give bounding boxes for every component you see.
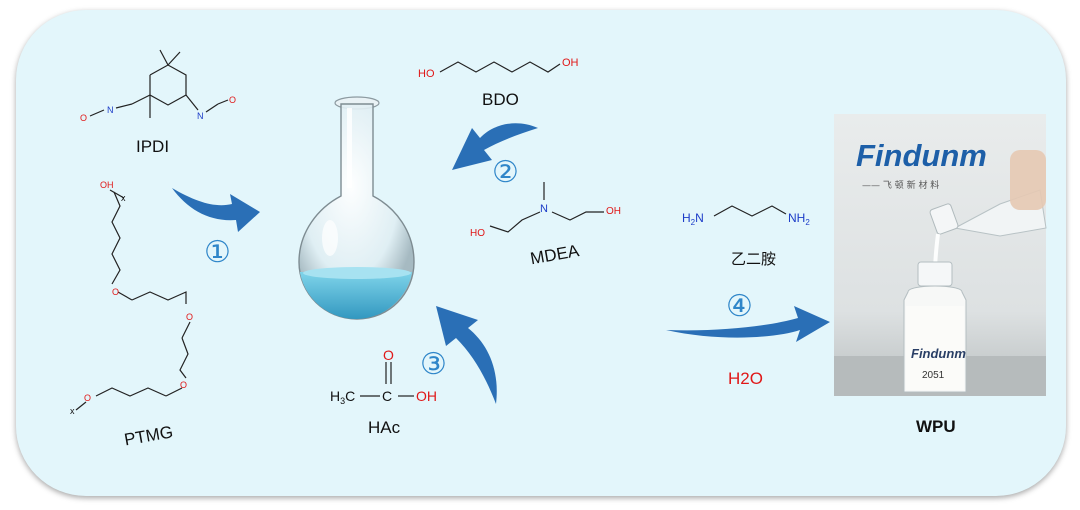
step-4-arrow [666,306,830,342]
ipdi-structure [89,49,229,118]
hac-label: HAc [368,418,401,437]
wpu-product-photo: Findunm —— 飞 顿 新 材 料 Findunm 2051 [834,114,1047,396]
mdea-oh: OH [606,206,621,217]
mdea-structure [489,182,604,233]
ethylenediamine-structure [713,205,787,217]
ptmg-structure [75,189,191,411]
ptmg-o-3: O [180,380,187,390]
sample-bottle-neck [917,261,953,287]
step-2-number: ② [492,155,519,190]
hac-h3c: H3C [330,388,355,406]
hac-structure [360,362,414,397]
photo-brand-sub: —— 飞 顿 新 材 料 [862,179,939,191]
ipdi-n-right: N [197,111,204,121]
ptmg-o-4: O [84,393,91,403]
hac-c: C [382,388,392,404]
step-2-arrow [452,123,538,170]
eda-h2n: H2N [682,211,704,227]
flask-icon [298,96,415,320]
ipdi-o-left: O [80,113,87,123]
bdo-label: BDO [482,90,519,109]
eda-nh2: NH2 [788,211,810,227]
ptmg-x-top: x [121,193,126,203]
bdo-structure [439,61,561,73]
ptmg-o-2: O [186,312,193,322]
step-1-arrow [172,188,260,232]
hac-carbonyl-o: O [383,347,394,363]
photo-brand: Findunm [856,138,987,173]
ptmg-label: PTMG [123,422,175,449]
bdo-oh: OH [562,57,579,69]
ethylenediamine-label: 乙二胺 [731,251,776,268]
step-1-number: ① [204,235,231,270]
bottle-brand: Findunm [911,346,966,361]
mdea-n: N [540,203,548,215]
hac-oh: OH [416,388,437,404]
ipdi-n-left: N [107,105,114,115]
water-label: H2O [728,369,763,388]
ptmg-x-bottom: x [70,406,75,416]
ipdi-o-right: O [229,95,236,105]
bottle-code: 2051 [922,370,945,381]
step-4-number: ④ [726,289,753,324]
mdea-label: MDEA [529,241,581,268]
mdea-ho: HO [470,228,485,239]
bdo-ho: HO [418,68,435,80]
step-3-number: ③ [420,347,447,382]
ptmg-o-1: O [112,287,119,297]
wpu-label: WPU [916,417,956,436]
ipdi-label: IPDI [136,137,169,156]
step-3-arrow [436,306,497,404]
ptmg-oh: OH [100,180,114,190]
